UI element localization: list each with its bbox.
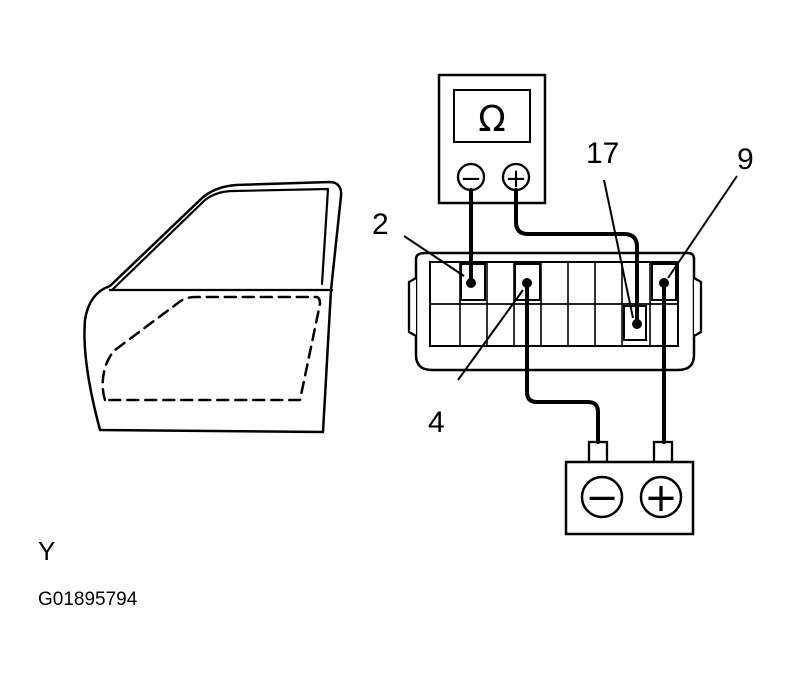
battery-pos-post	[652, 440, 674, 464]
figure-code: G01895794	[38, 589, 138, 610]
leader-pin-4	[457, 289, 524, 381]
probe-tip-pin-17	[632, 319, 642, 329]
door-connector	[407, 251, 703, 372]
battery: − +	[564, 440, 695, 536]
wires	[469, 188, 666, 444]
door-trim-panel	[101, 295, 322, 402]
probe-tip-pin-4	[522, 278, 532, 288]
battery-neg-post	[587, 440, 609, 464]
battery-neg-sign: −	[585, 475, 619, 521]
battery-pos-sign: +	[644, 475, 678, 521]
ohmmeter: Ω − +	[437, 73, 547, 205]
leader-lines	[403, 175, 738, 381]
battery-pos-terminal	[639, 475, 683, 519]
wire-meter-pos-to-pin-17	[514, 188, 639, 326]
battery-neg-terminal	[580, 475, 624, 519]
door-outline	[83, 180, 343, 434]
connector-left-tab	[407, 277, 417, 337]
probe-tips	[466, 278, 669, 329]
ohmmeter-pos-sign: +	[505, 164, 527, 194]
probe-tip-pin-2	[466, 278, 476, 288]
pin-label-2: 2	[372, 208, 389, 241]
view-caption: Y	[38, 536, 55, 566]
window-frame	[110, 187, 330, 292]
pin-label-17: 17	[586, 137, 619, 170]
probe-tip-pin-9	[659, 278, 669, 288]
ohmmeter-display	[453, 89, 531, 143]
leader-pin-17	[603, 179, 634, 319]
ohmmeter-neg-sign: −	[460, 164, 482, 194]
leader-pin-2	[403, 235, 465, 277]
pin-label-4: 4	[428, 406, 445, 439]
ohm-symbol: Ω	[478, 99, 506, 140]
leader-pin-9	[667, 175, 738, 279]
car-door	[83, 180, 343, 434]
pin-label-9: 9	[737, 143, 754, 176]
wire-pin-4-to-battery-neg	[525, 281, 600, 444]
connector-right-tab	[693, 277, 703, 337]
